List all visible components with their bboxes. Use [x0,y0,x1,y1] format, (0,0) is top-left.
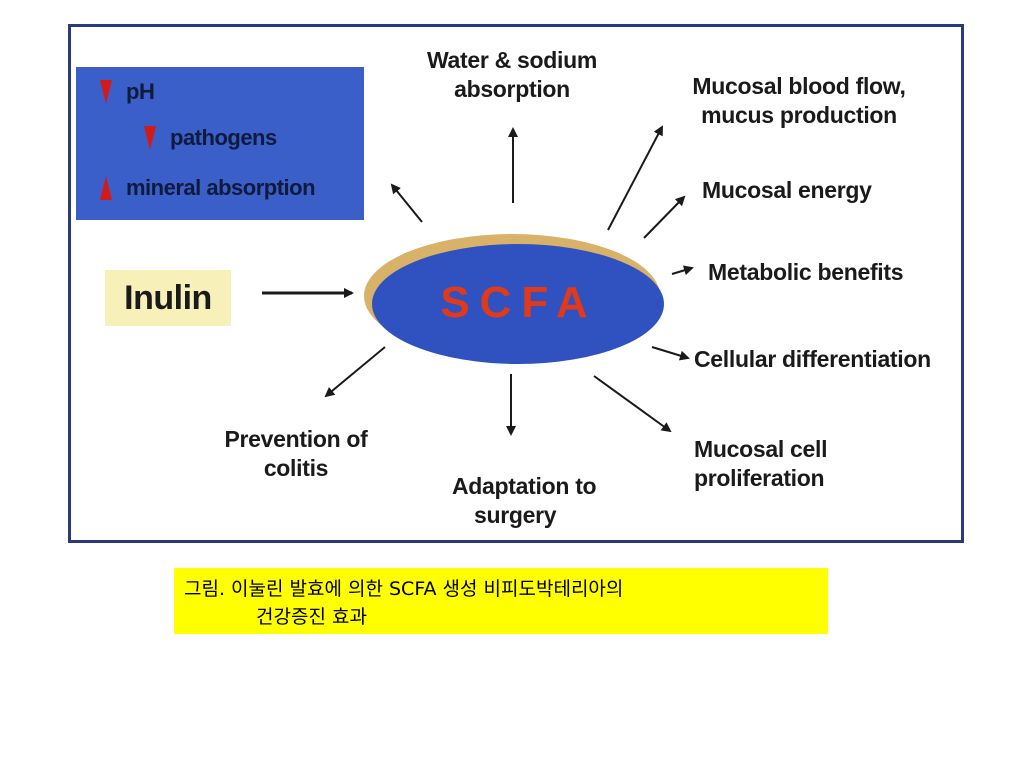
effect-mineral-label: mineral absorption [126,175,316,200]
inulin-box: Inulin [105,270,231,326]
inulin-label: Inulin [124,278,212,317]
arrow-mucosal-energy [643,195,686,239]
effect-ph-label: pH [126,79,155,104]
label-line: proliferation [694,465,825,491]
label-line: Mucosal cell [694,436,828,462]
arrow-colitis [324,346,386,398]
label-mucosal-energy: Mucosal energy [702,177,872,203]
label-blood-flow: Mucosal blood flow, mucus production [668,72,930,130]
scfa-label: SCFA [440,278,598,327]
label-line: mucus production [701,102,897,128]
down-arrow-icon [100,80,112,104]
label-line: Adaptation to [452,473,597,499]
effects-box: pH pathogens mineral absorption [76,67,364,220]
label-line: absorption [454,76,570,102]
arrow-blood-flow [607,125,663,231]
effect-mineral: mineral absorption [100,175,316,201]
label-line: Mucosal blood flow, [692,73,906,99]
label-line: Water & sodium [426,47,598,73]
arrow-effects-box [390,183,423,223]
label-proliferation: Mucosal cell proliferation [694,435,827,493]
arrow-metabolic [671,265,694,276]
scfa-ellipse [372,244,664,364]
down-arrow-icon [144,126,156,150]
label-line: surgery [474,502,557,528]
label-differentiation: Cellular differentiation [694,346,931,372]
label-metabolic: Metabolic benefits [708,259,904,285]
caption-line-2: 건강증진 효과 [256,606,367,628]
up-arrow-icon [100,176,112,200]
effect-pathogens: pathogens [144,125,277,151]
arrow-proliferation [593,375,672,433]
label-surgery: Adaptation to surgery [452,472,597,530]
caption-line-1: 그림. 이눌린 발효에 의한 SCFA 생성 비피도박테리아의 [184,578,624,600]
effect-ph: pH [100,79,155,105]
effect-pathogens-label: pathogens [170,125,277,150]
arrow-differentiation [651,346,690,361]
label-colitis: Prevention of colitis [208,425,384,483]
caption-box: 그림. 이눌린 발효에 의한 SCFA 생성 비피도박테리아의 건강증진 효과 [174,568,828,634]
label-line: colitis [263,455,329,481]
label-line: Prevention of [224,426,368,452]
label-water-sodium: Water & sodium absorption [412,46,612,104]
